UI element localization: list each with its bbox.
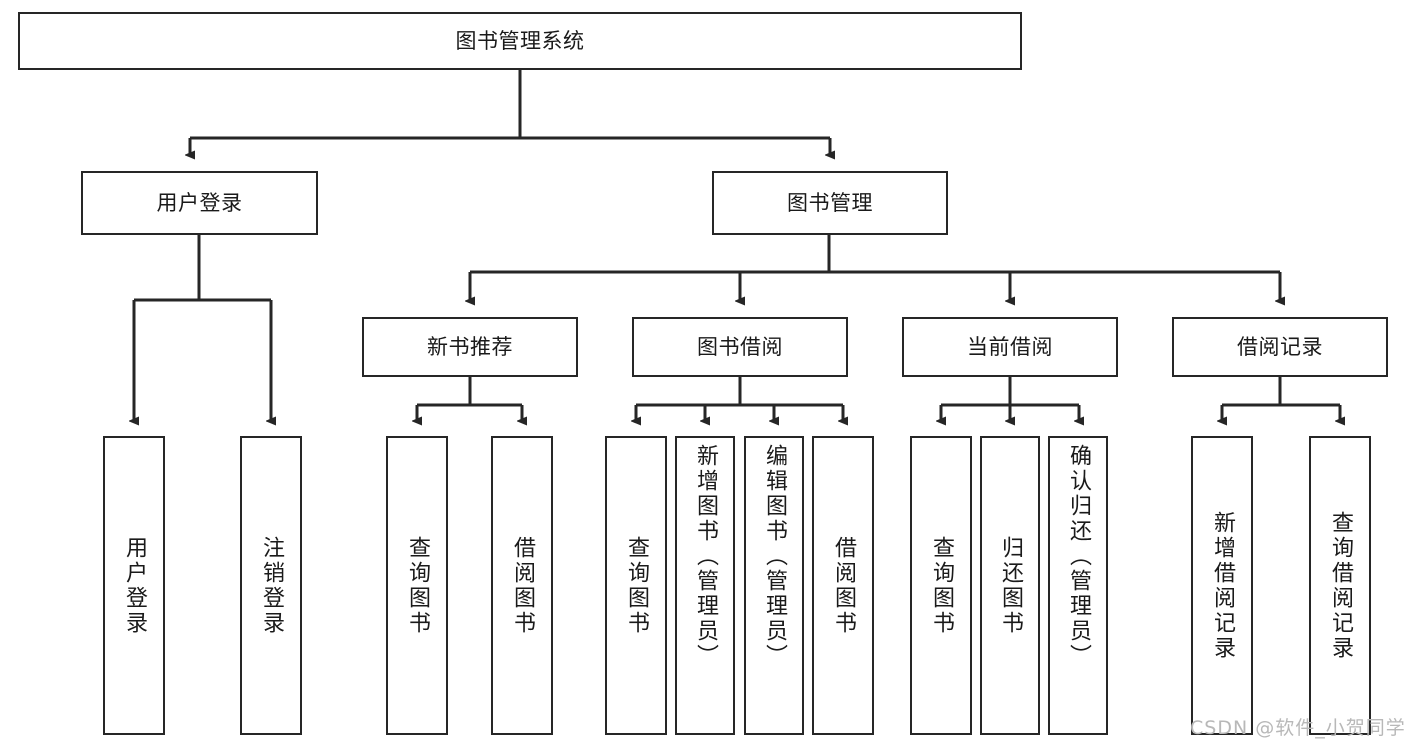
node-borrow-record-label: 借阅记录 bbox=[1237, 334, 1323, 359]
node-book-management[interactable]: 图书管理 bbox=[712, 171, 948, 235]
leaf-current-borrow-return[interactable]: 归还图书 bbox=[980, 436, 1040, 735]
node-borrow-record[interactable]: 借阅记录 bbox=[1172, 317, 1388, 377]
node-book-borrow[interactable]: 图书借阅 bbox=[632, 317, 848, 377]
leaf-borrow-record-query-label: 查询借阅记录 bbox=[1328, 510, 1353, 661]
node-current-borrow[interactable]: 当前借阅 bbox=[902, 317, 1118, 377]
leaf-current-borrow-confirm[interactable]: 确认归还（管理员） bbox=[1048, 436, 1108, 735]
leaf-borrow-record-add-label: 新增借阅记录 bbox=[1210, 510, 1235, 661]
leaf-book-borrow-add-label: 新增图书（管理员） bbox=[693, 444, 718, 669]
leaf-current-borrow-return-label: 归还图书 bbox=[998, 535, 1023, 636]
leaf-book-borrow-borrow-label: 借阅图书 bbox=[831, 535, 856, 636]
leaf-new-book-borrow-label: 借阅图书 bbox=[510, 535, 535, 636]
leaf-book-borrow-borrow[interactable]: 借阅图书 bbox=[812, 436, 874, 735]
node-book-management-label: 图书管理 bbox=[787, 190, 873, 215]
leaf-book-borrow-query[interactable]: 查询图书 bbox=[605, 436, 667, 735]
leaf-book-borrow-edit-label: 编辑图书（管理员） bbox=[762, 444, 787, 669]
leaf-current-borrow-query[interactable]: 查询图书 bbox=[910, 436, 972, 735]
node-new-book-recommend[interactable]: 新书推荐 bbox=[362, 317, 578, 377]
leaf-user-login-logout-label: 注销登录 bbox=[259, 535, 284, 636]
node-current-borrow-label: 当前借阅 bbox=[967, 334, 1053, 359]
leaf-book-borrow-query-label: 查询图书 bbox=[624, 535, 649, 636]
node-book-borrow-label: 图书借阅 bbox=[697, 334, 783, 359]
node-root-system[interactable]: 图书管理系统 bbox=[18, 12, 1022, 70]
leaf-current-borrow-confirm-label: 确认归还（管理员） bbox=[1066, 444, 1091, 669]
leaf-new-book-query-label: 查询图书 bbox=[405, 535, 430, 636]
node-new-book-recommend-label: 新书推荐 bbox=[427, 334, 513, 359]
leaf-user-login-login-label: 用户登录 bbox=[122, 535, 147, 636]
node-user-login[interactable]: 用户登录 bbox=[81, 171, 318, 235]
leaf-borrow-record-query[interactable]: 查询借阅记录 bbox=[1309, 436, 1371, 735]
node-root-system-label: 图书管理系统 bbox=[455, 28, 585, 53]
node-user-login-label: 用户登录 bbox=[156, 190, 243, 215]
leaf-book-borrow-edit[interactable]: 编辑图书（管理员） bbox=[744, 436, 804, 735]
leaf-user-login-login[interactable]: 用户登录 bbox=[103, 436, 165, 735]
leaf-new-book-query[interactable]: 查询图书 bbox=[386, 436, 448, 735]
leaf-user-login-logout[interactable]: 注销登录 bbox=[240, 436, 302, 735]
leaf-book-borrow-add[interactable]: 新增图书（管理员） bbox=[675, 436, 735, 735]
leaf-new-book-borrow[interactable]: 借阅图书 bbox=[491, 436, 553, 735]
leaf-borrow-record-add[interactable]: 新增借阅记录 bbox=[1191, 436, 1253, 735]
leaf-current-borrow-query-label: 查询图书 bbox=[929, 535, 954, 636]
